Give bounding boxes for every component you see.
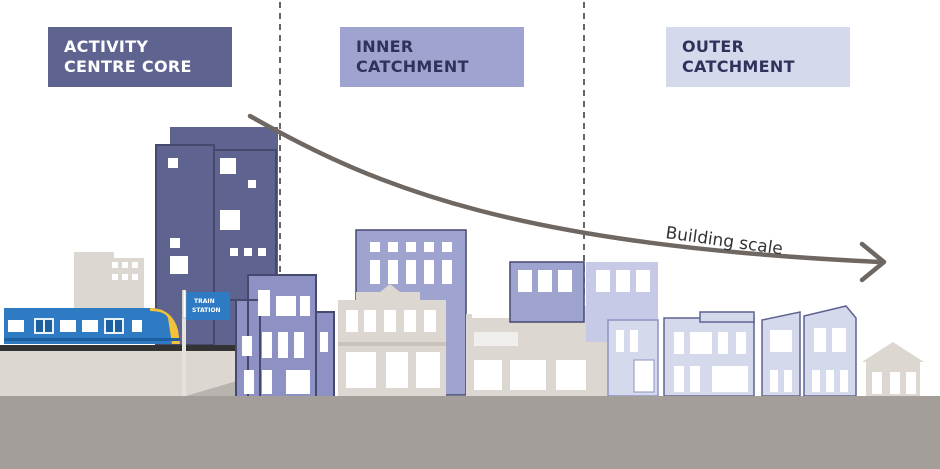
zone-label-inner-catchment: INNER CATCHMENT [340,27,524,87]
ground-strip [0,396,940,469]
ground-slope [186,380,240,396]
station-sign-line2: STATION [192,307,221,314]
building-scale-arrow [247,113,883,265]
zone-label-activity-centre-core: ACTIVITY CENTRE CORE [48,27,232,87]
outer-building-2 [663,311,755,397]
building-scale-label: Building scale [664,223,784,259]
arrow-head-icon [859,241,887,283]
midrise-building-core [235,274,335,398]
zone-label-outer-catchment: OUTER CATCHMENT [666,27,850,87]
background-building-left [74,252,144,308]
heritage-shopfront [338,284,446,396]
rail-track [0,345,236,351]
train-station-sign: TRAIN STATION [182,289,230,396]
train [4,308,180,344]
outer-building-1 [607,319,659,397]
rail-embankment [0,350,236,396]
outer-building-3 [761,305,857,397]
outer-house [862,342,924,396]
townhouse-block-inner [509,261,658,342]
station-sign-line1: TRAIN [194,298,215,305]
